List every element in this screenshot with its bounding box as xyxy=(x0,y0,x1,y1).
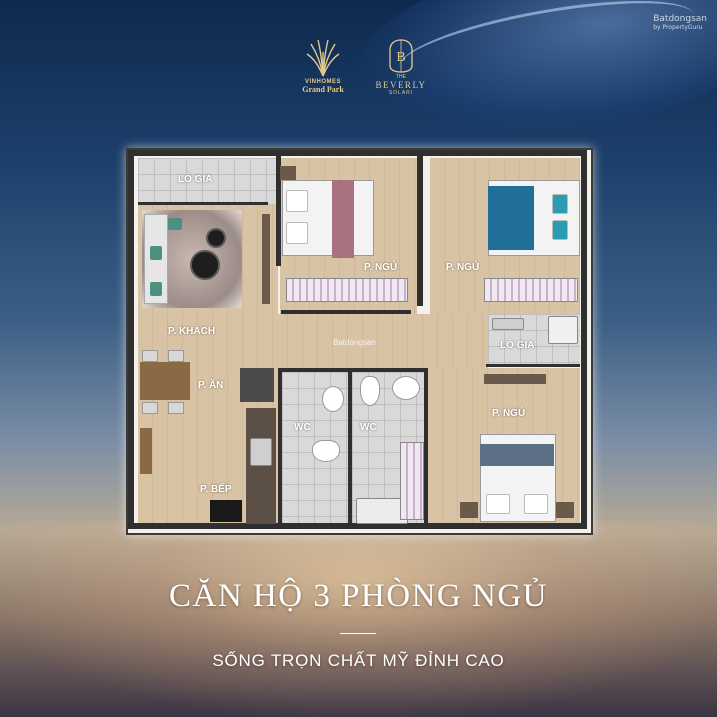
bedroom-1-pillow xyxy=(286,222,308,244)
wall-logia-right-bottom xyxy=(486,364,580,367)
brand-logos: VINHOMES Grand Park B THE BEVERLY SOLARI xyxy=(288,38,438,108)
room-label-logia-2: LÔ GIA xyxy=(500,340,535,351)
vinhomes-text: VINHOMES xyxy=(304,79,341,85)
wall-bed1-left xyxy=(276,156,281,266)
room-label-logia-1: LÔ GIA xyxy=(178,174,213,185)
wc-2-basin xyxy=(392,376,420,400)
wall-wc-right xyxy=(424,368,428,525)
sofa-cushion xyxy=(150,246,162,260)
bedroom-1-nightstand xyxy=(280,166,296,180)
wc-1-toilet xyxy=(312,440,340,462)
coffee-table xyxy=(190,250,220,280)
wall-bed1-bed2 xyxy=(417,156,423,306)
subheadline: SỐNG TRỌN CHẤT MỸ ĐỈNH CAO xyxy=(212,651,505,670)
side-table xyxy=(206,228,226,248)
dining-chair xyxy=(142,402,158,414)
wall-logia-top xyxy=(138,202,268,205)
dining-table xyxy=(140,362,190,400)
svg-text:B: B xyxy=(396,50,405,65)
outer-wall-left xyxy=(128,150,134,529)
room-label-bedroom-2: P. NGỦ xyxy=(446,262,480,273)
refrigerator xyxy=(240,368,274,402)
room-label-wc-1: WC xyxy=(294,422,311,433)
logia-top-floor xyxy=(138,158,278,204)
wc-2-toilet xyxy=(360,376,380,406)
watermark-sub: by PropertyGuru xyxy=(653,24,703,31)
logia-utility-sink xyxy=(492,318,524,330)
room-label-bedroom-3: P. NGỦ xyxy=(492,408,526,419)
the-text: THE xyxy=(396,74,406,80)
outer-wall-top xyxy=(128,150,587,156)
outer-wall-bottom xyxy=(128,523,587,529)
beverly-crest-icon: B xyxy=(389,39,413,73)
room-label-bedroom-1: P. NGỦ xyxy=(364,262,398,273)
wall-bed-bottom xyxy=(281,310,411,314)
floor-plan: LÔ GIA P. NGỦ P. NGỦ P. KHÁCH LÔ GIA P. … xyxy=(126,148,593,535)
wc-1-basin xyxy=(322,386,344,412)
bedroom-3-pillow xyxy=(486,494,510,514)
beverly-text: BEVERLY xyxy=(375,80,427,90)
headline: CĂN HỘ 3 PHÒNG NGỦ xyxy=(168,578,548,614)
hallway-floor xyxy=(138,314,488,368)
kitchen-stove xyxy=(210,500,242,522)
bedroom-2-wardrobe xyxy=(484,278,578,302)
wc-2-shower-tray xyxy=(356,498,408,524)
dining-chair xyxy=(168,402,184,414)
kitchen-counter xyxy=(246,408,276,524)
bedroom-1-blanket xyxy=(332,180,354,258)
sunset-glow xyxy=(0,520,717,717)
sofa-cushion xyxy=(150,282,162,296)
wall-wc-divider xyxy=(348,372,352,525)
watermark-site: Batdongsan xyxy=(653,14,707,24)
bedroom-1-pillow xyxy=(286,190,308,212)
batdongsan-watermark: Batdongsan by PropertyGuru xyxy=(653,14,707,31)
room-label-dining: P. ĂN xyxy=(198,380,224,391)
bedroom-3-nightstand xyxy=(460,502,478,518)
room-label-wc-2: WC xyxy=(360,422,377,433)
dining-chair xyxy=(168,350,184,362)
plan-watermark: Batdongsan xyxy=(333,338,376,347)
room-label-living-room: P. KHÁCH xyxy=(168,326,216,337)
beverly-solari-logo: B THE BEVERLY SOLARI xyxy=(366,38,436,96)
bedroom-3-pillow xyxy=(524,494,548,514)
bedroom-3-tv-console xyxy=(484,374,546,384)
bedroom-3-blanket xyxy=(480,444,554,466)
wall-kitchen-right xyxy=(278,368,282,525)
dining-sideboard xyxy=(140,428,152,474)
vinhomes-emblem-icon xyxy=(306,39,340,77)
kitchen-sink xyxy=(250,438,272,466)
sofa-cushion xyxy=(168,218,182,230)
headline-divider xyxy=(340,633,376,634)
wall-wc-top xyxy=(278,368,428,372)
tv-cabinet xyxy=(262,214,270,304)
bedroom-1-wardrobe xyxy=(286,278,408,302)
dining-chair xyxy=(142,350,158,362)
outer-wall-right xyxy=(581,150,587,529)
grand-park-text: Grand Park xyxy=(302,85,344,94)
solari-text: SOLARI xyxy=(388,90,414,96)
vinhomes-grand-park-logo: VINHOMES Grand Park xyxy=(288,38,358,94)
bedroom-2-pillow xyxy=(552,220,568,240)
bedroom-3-nightstand xyxy=(556,502,574,518)
bedroom-2-pillow xyxy=(552,194,568,214)
bedroom-2-blanket xyxy=(488,186,534,250)
logia-washing-machine xyxy=(548,316,578,344)
hallway-wardrobe xyxy=(400,442,424,520)
room-label-kitchen: P. BẾP xyxy=(200,484,232,495)
